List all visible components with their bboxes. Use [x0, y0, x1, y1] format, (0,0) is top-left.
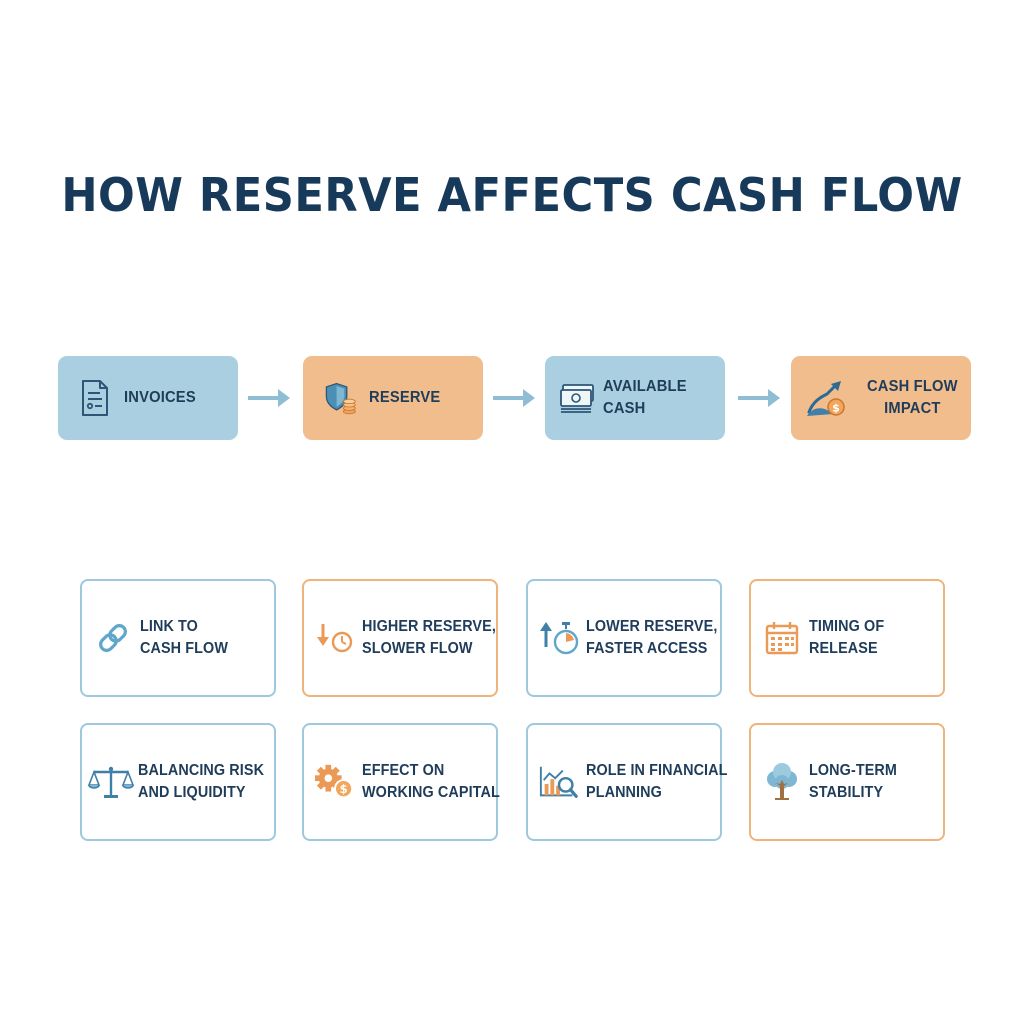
card-working-capital: $ EFFECT ON WORKING CAPITAL [302, 723, 500, 841]
card-label: EFFECT ON WORKING CAPITAL [362, 762, 500, 801]
card-label: LONG-TERM STABILITY [809, 762, 898, 801]
arrow-right-icon [738, 389, 780, 407]
svg-text:$: $ [832, 402, 840, 415]
growth-coin-icon: $ [805, 378, 851, 418]
card-label: BALANCING RISK AND LIQUIDITY [138, 762, 265, 801]
flow-step-invoices: INVOICES [58, 356, 238, 440]
flow-step-cash-flow-impact: $ CASH FLOW IMPACT [791, 356, 971, 440]
document-icon [78, 378, 112, 418]
page-title: HOW RESERVE AFFECTS CASH FLOW [61, 168, 963, 222]
card-label: LINK TO CASH FLOW [140, 618, 229, 657]
chart-magnifier-icon [538, 761, 580, 803]
flow-step-available-cash: AVAILABLE CASH [545, 356, 725, 440]
card-balancing-risk: BALANCING RISK AND LIQUIDITY [80, 723, 276, 841]
gear-coin-icon: $ [314, 761, 356, 803]
svg-text:$: $ [340, 782, 348, 796]
card-higher-reserve: HIGHER RESERVE, SLOWER FLOW [302, 579, 498, 697]
flow-step-reserve: RESERVE [303, 356, 483, 440]
card-label: LOWER RESERVE, FASTER ACCESS [586, 618, 718, 657]
shield-coins-icon [323, 378, 357, 418]
flow-step-label: INVOICES [124, 389, 196, 406]
banknotes-icon [559, 378, 595, 418]
up-arrow-stopwatch-icon [538, 617, 580, 659]
flow-step-label: RESERVE [369, 389, 441, 406]
card-label: HIGHER RESERVE, SLOWER FLOW [362, 618, 496, 657]
card-label: TIMING OF RELEASE [809, 618, 885, 657]
down-arrow-clock-icon [314, 617, 356, 659]
card-link-to-cash-flow: LINK TO CASH FLOW [80, 579, 276, 697]
card-lower-reserve: LOWER RESERVE, FASTER ACCESS [526, 579, 722, 697]
arrow-right-icon [493, 389, 535, 407]
card-timing-of-release: TIMING OF RELEASE [749, 579, 945, 697]
card-financial-planning: ROLE IN FINANCIAL PLANNING [526, 723, 727, 841]
chain-link-icon [92, 617, 134, 659]
calendar-icon [761, 617, 803, 659]
flow-step-label: CASH FLOW IMPACT [866, 378, 958, 417]
flow-step-label: AVAILABLE CASH [603, 378, 687, 417]
arrow-right-icon [248, 389, 290, 407]
card-long-term-stability: LONG-TERM STABILITY [749, 723, 945, 841]
card-label: ROLE IN FINANCIAL PLANNING [586, 762, 728, 801]
tree-icon [761, 761, 803, 803]
balance-scale-icon [88, 761, 134, 803]
